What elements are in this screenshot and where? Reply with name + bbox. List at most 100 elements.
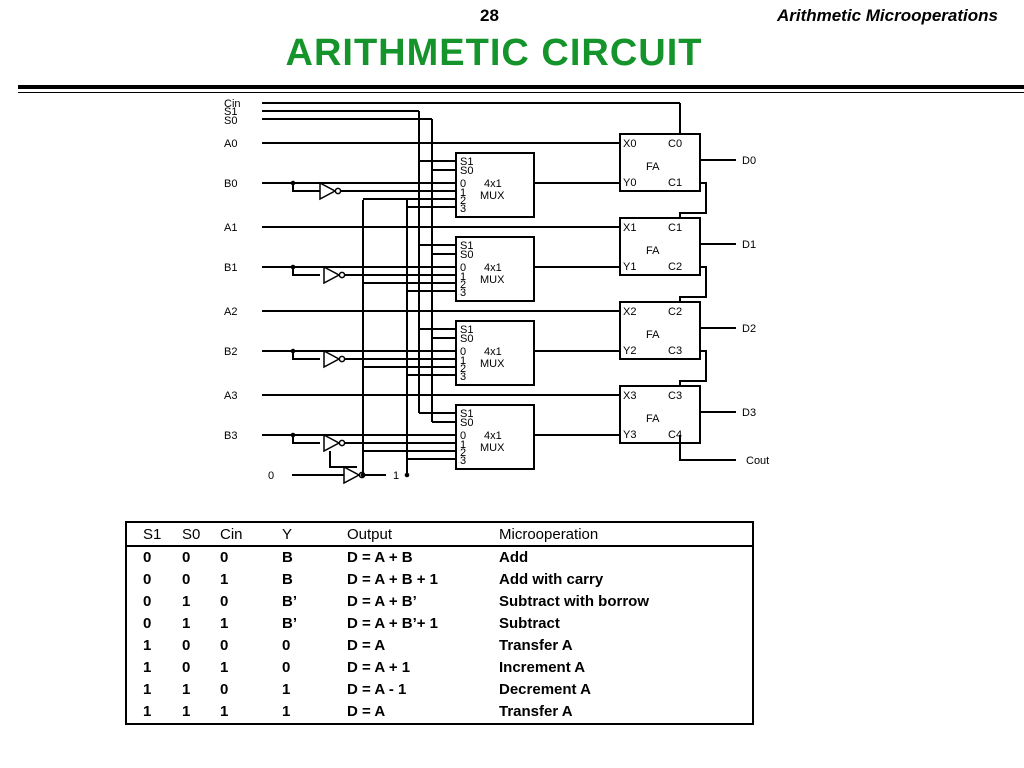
inverter-gate [343, 465, 361, 485]
table-cell: 1 [182, 615, 191, 632]
mux-label-in0: 0 [460, 346, 466, 358]
mux-label-s1: S1 [460, 324, 473, 336]
full-adder-2 [619, 301, 701, 360]
table-cell: B [282, 571, 293, 588]
table-cell: 1 [282, 681, 291, 698]
table-cell: 0 [220, 681, 229, 698]
b2-to-inverter [292, 351, 320, 360]
section-title: Arithmetic Microoperations [776, 6, 998, 25]
mux-label-s1: S1 [460, 156, 473, 168]
table-cell: 1 [143, 681, 152, 698]
mux-name: 4x1 [484, 430, 502, 442]
const-one-label: 1 [393, 470, 399, 482]
s0-label: S0 [224, 115, 237, 127]
mux-label-in2: 2 [460, 447, 466, 459]
table-cell: 0 [282, 659, 291, 676]
table-cell: D = A + B + 1 [347, 571, 439, 588]
cin-label: Cin [224, 98, 241, 110]
junction-dot [290, 432, 296, 438]
fa-label-y: Y1 [623, 261, 636, 273]
fa-label-cin: C0 [668, 138, 682, 150]
output-label-d3: D3 [742, 407, 756, 419]
input-label-b3: B3 [224, 430, 237, 442]
fa-label-x: X2 [623, 306, 636, 318]
table-cell: 0 [220, 593, 229, 610]
mux-label-in1: 1 [460, 355, 466, 367]
table-cell: D = A + B’+ 1 [347, 615, 439, 632]
inverter-gate [323, 265, 341, 285]
b3-to-inverter [292, 435, 320, 444]
fa-name: FA [646, 329, 660, 341]
fa-label-cout: C4 [668, 429, 682, 441]
fa-label-cin: C1 [668, 222, 682, 234]
mux-label-in1: 1 [460, 271, 466, 283]
fa-name: FA [646, 245, 660, 257]
inverter-bubble [338, 271, 346, 279]
table-cell: D = A + B’ [347, 593, 417, 610]
input-label-a3: A3 [224, 390, 237, 402]
inverter-bubble [338, 439, 346, 447]
b1-to-inverter [292, 267, 320, 276]
table-cell: B’ [282, 615, 297, 632]
fa-label-x: X3 [623, 390, 636, 402]
b0-to-inverter [292, 183, 320, 192]
table-cell: 0 [143, 571, 152, 588]
mux-label-in2: 2 [460, 279, 466, 291]
table-cell: D = A - 1 [347, 681, 407, 698]
inverter-gate [319, 181, 337, 201]
table-cell: D = A + 1 [347, 659, 411, 676]
s1-label: S1 [224, 106, 237, 118]
fa-label-y: Y0 [623, 177, 636, 189]
fa-name: FA [646, 413, 660, 425]
table-cell: 0 [182, 659, 191, 676]
fa-label-x: X1 [623, 222, 636, 234]
mux-label-in2: 2 [460, 195, 466, 207]
table-cell: Transfer A [499, 703, 573, 720]
page-title: ARITHMETIC CIRCUIT [285, 32, 703, 74]
mux-label-in0: 0 [460, 430, 466, 442]
junction-dot [290, 348, 296, 354]
full-adder-0 [619, 133, 701, 192]
mux-name: 4x1 [484, 346, 502, 358]
mux-name: 4x1 [484, 262, 502, 274]
mux-label-in3: 3 [460, 203, 466, 215]
inverter-gate [323, 349, 341, 369]
table-cell: Subtract with borrow [499, 593, 649, 610]
junction-dot [290, 264, 296, 270]
fa-label-cin: C3 [668, 390, 682, 402]
table-cell: Add with carry [499, 571, 604, 588]
table-cell: 1 [220, 659, 229, 676]
table-cell: 1 [182, 593, 191, 610]
fa-name: FA [646, 161, 660, 173]
mux-name: 4x1 [484, 178, 502, 190]
mux-label-s0: S0 [460, 333, 473, 345]
table-cell: 1 [182, 703, 191, 720]
fa-label-x: X0 [623, 138, 636, 150]
mux-label-in1: 1 [460, 439, 466, 451]
slide-number: 28 [480, 6, 499, 25]
table-cell: Decrement A [499, 681, 591, 698]
mux-type: MUX [480, 274, 505, 286]
fa-label-cin: C2 [668, 306, 682, 318]
table-cell: 0 [182, 549, 191, 566]
inverter-gate [323, 433, 341, 453]
mux-label-in0: 0 [460, 178, 466, 190]
input-label-b0: B0 [224, 178, 237, 190]
mux-3 [455, 404, 535, 470]
table-cell: Subtract [499, 615, 560, 632]
table-cell: 1 [220, 615, 229, 632]
output-label-d2: D2 [742, 323, 756, 335]
cout-label: Cout [746, 455, 769, 467]
table-cell: D = A [347, 637, 386, 654]
mux-0 [455, 152, 535, 218]
mux-type: MUX [480, 190, 505, 202]
mux-label-s1: S1 [460, 240, 473, 252]
table-cell: 1 [143, 659, 152, 676]
table-cell: 0 [220, 549, 229, 566]
table-cell: D = A [347, 703, 386, 720]
